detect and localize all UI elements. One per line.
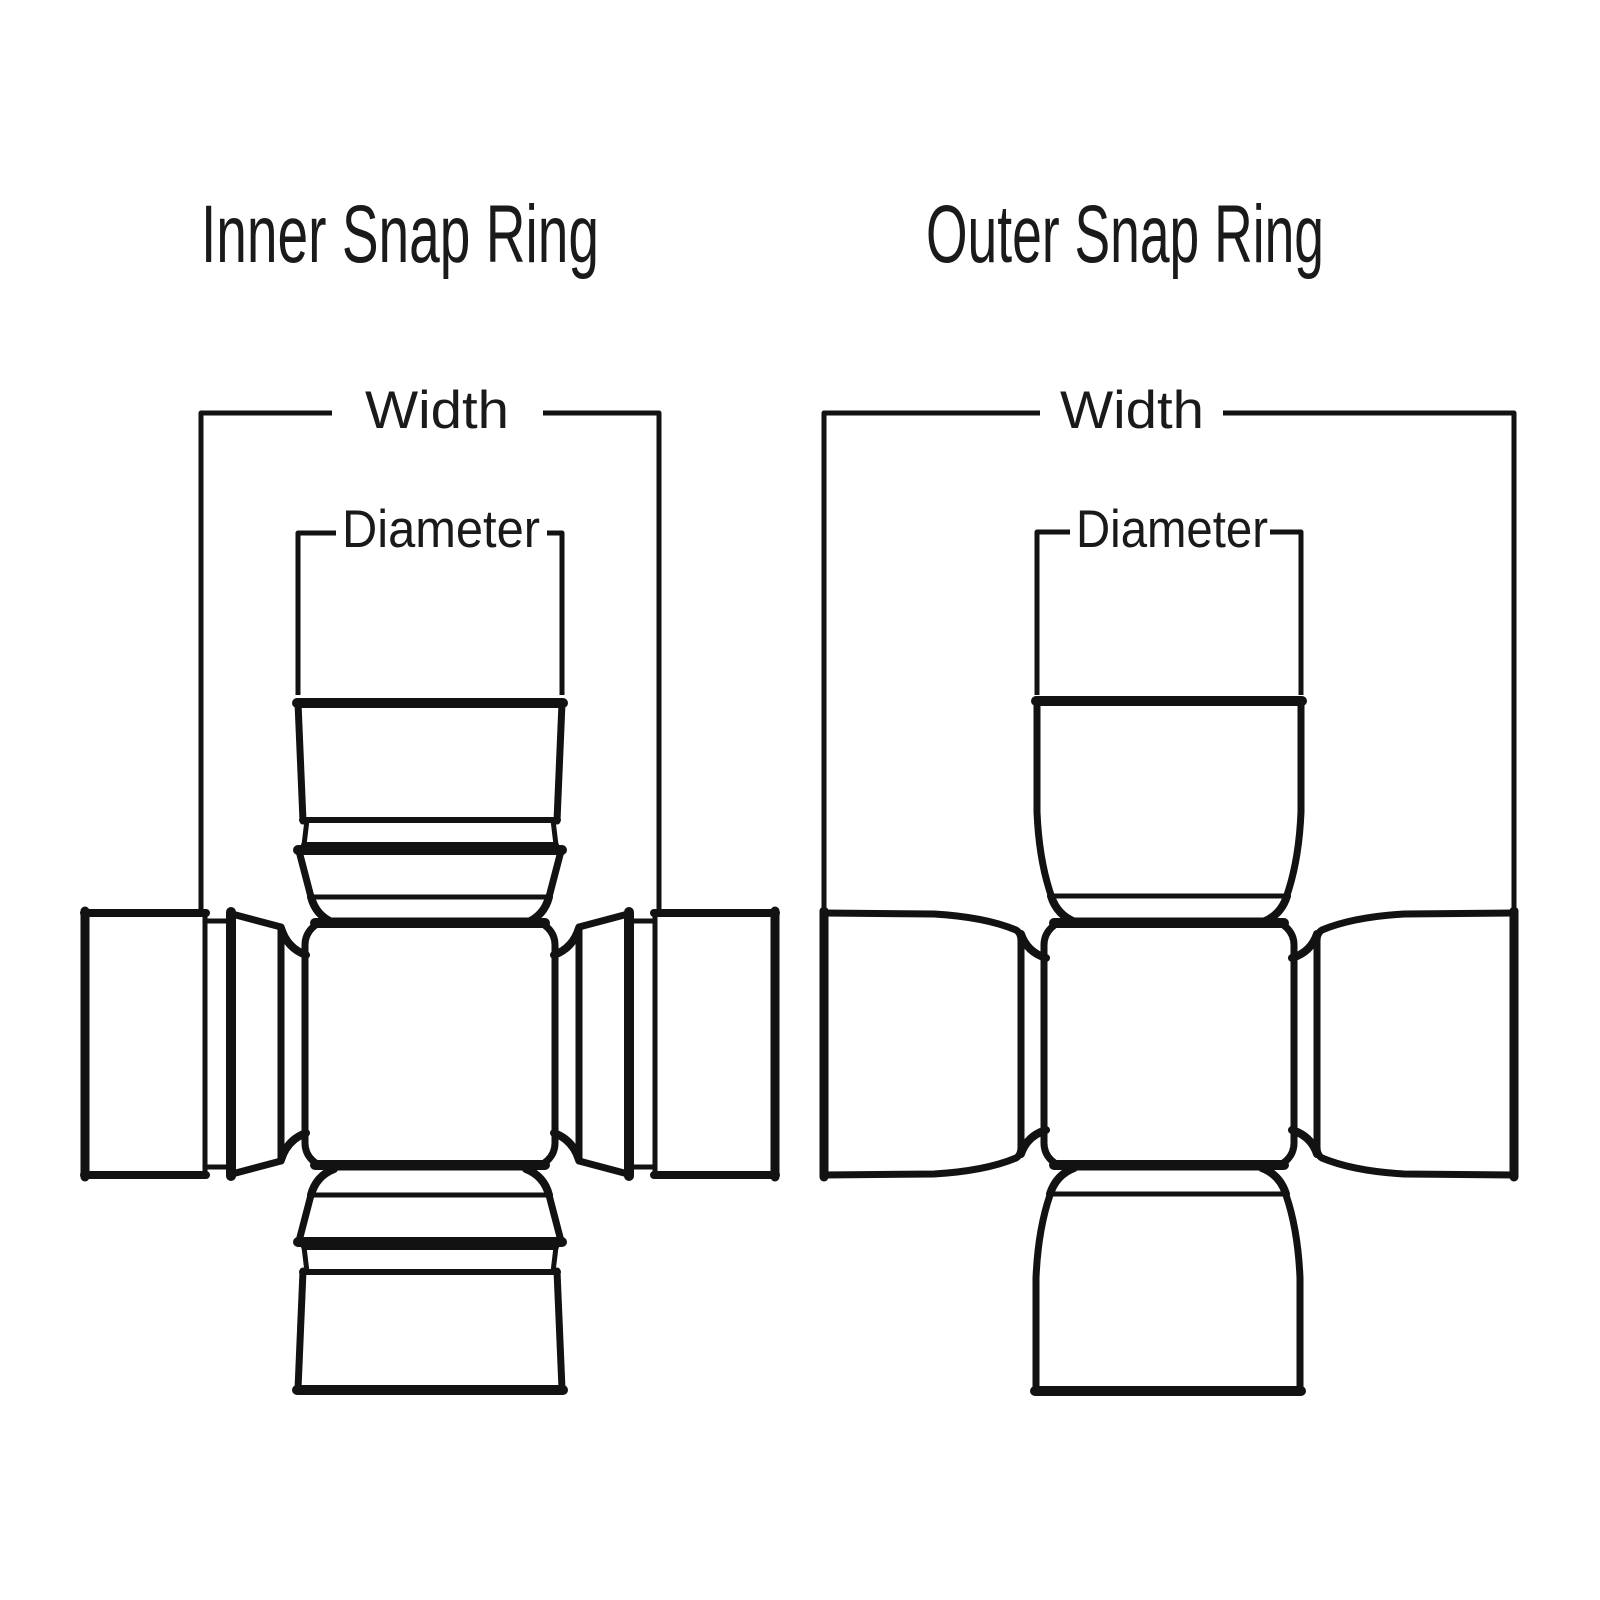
outer-snap-ring-diagram: Outer Snap Ring Width Diameter [819,189,1519,1396]
outer-width-label: Width [1060,381,1204,440]
inner-left-cap-sides [80,909,210,1179]
outer-diagram-title: Outer Snap Ring [926,189,1324,280]
inner-right-bearing-cap [550,906,780,1182]
outer-cross-body-outline [1040,917,1298,1171]
inner-left-snap-ring-groove-lines [202,918,232,1170]
outer-top-cap-sides [1033,698,1305,899]
outer-width-bracket [821,410,1517,907]
inner-diagram-title: Inner Snap Ring [201,189,599,280]
inner-top-bearing-cap [292,698,568,927]
inner-top-snap-ring-groove-sides [301,817,559,848]
inner-bottom-cap-sides [294,1267,566,1393]
outer-bottom-cap-sides [1032,1191,1304,1394]
inner-left-flange-taper-sides [228,910,285,1178]
inner-bottom-cap-fillets [307,1165,553,1199]
inner-diameter-label: Diameter [342,500,540,559]
inner-cross-body [301,917,559,1171]
outer-right-cap-sides [1313,909,1519,1179]
inner-right-cap-fillets [550,924,583,1164]
outer-cross-body [1040,917,1298,1171]
inner-left-bearing-cap [80,906,310,1182]
outer-top-cap-fillets [1047,892,1291,926]
outer-diameter-label: Diameter [1076,500,1268,559]
inner-cross-body-outline [301,917,559,1171]
inner-bottom-bearing-cap [292,1165,568,1395]
outer-right-cap-fillets [1288,930,1321,1158]
inner-width-label: Width [365,381,509,440]
inner-left-cap-fillets [277,924,310,1164]
inner-right-flange-taper-sides [575,910,632,1178]
outer-left-cap-sides [819,909,1025,1179]
inner-bottom-snap-ring-groove-sides [301,1244,559,1275]
outer-diameter-bracket [1034,529,1304,695]
outer-left-cap-fillets [1017,930,1050,1158]
outer-bottom-bearing-cap [1030,1164,1306,1396]
inner-right-cap-sides [650,909,780,1179]
inner-top-cap-sides [294,699,566,825]
outer-left-bearing-cap [819,906,1050,1182]
inner-top-flange-taper-sides [295,847,565,901]
outer-bottom-cap-fillets [1046,1164,1290,1198]
inner-snap-ring-diagram: Inner Snap Ring Width Diameter [80,189,780,1395]
inner-width-bracket [198,410,662,910]
inner-right-snap-ring-groove-lines [628,918,658,1170]
inner-bottom-flange-taper-sides [295,1191,565,1245]
outer-right-bearing-cap [1288,906,1519,1182]
inner-diameter-bracket [295,530,565,695]
inner-top-cap-fillets [307,893,553,927]
outer-top-bearing-cap [1031,696,1307,926]
